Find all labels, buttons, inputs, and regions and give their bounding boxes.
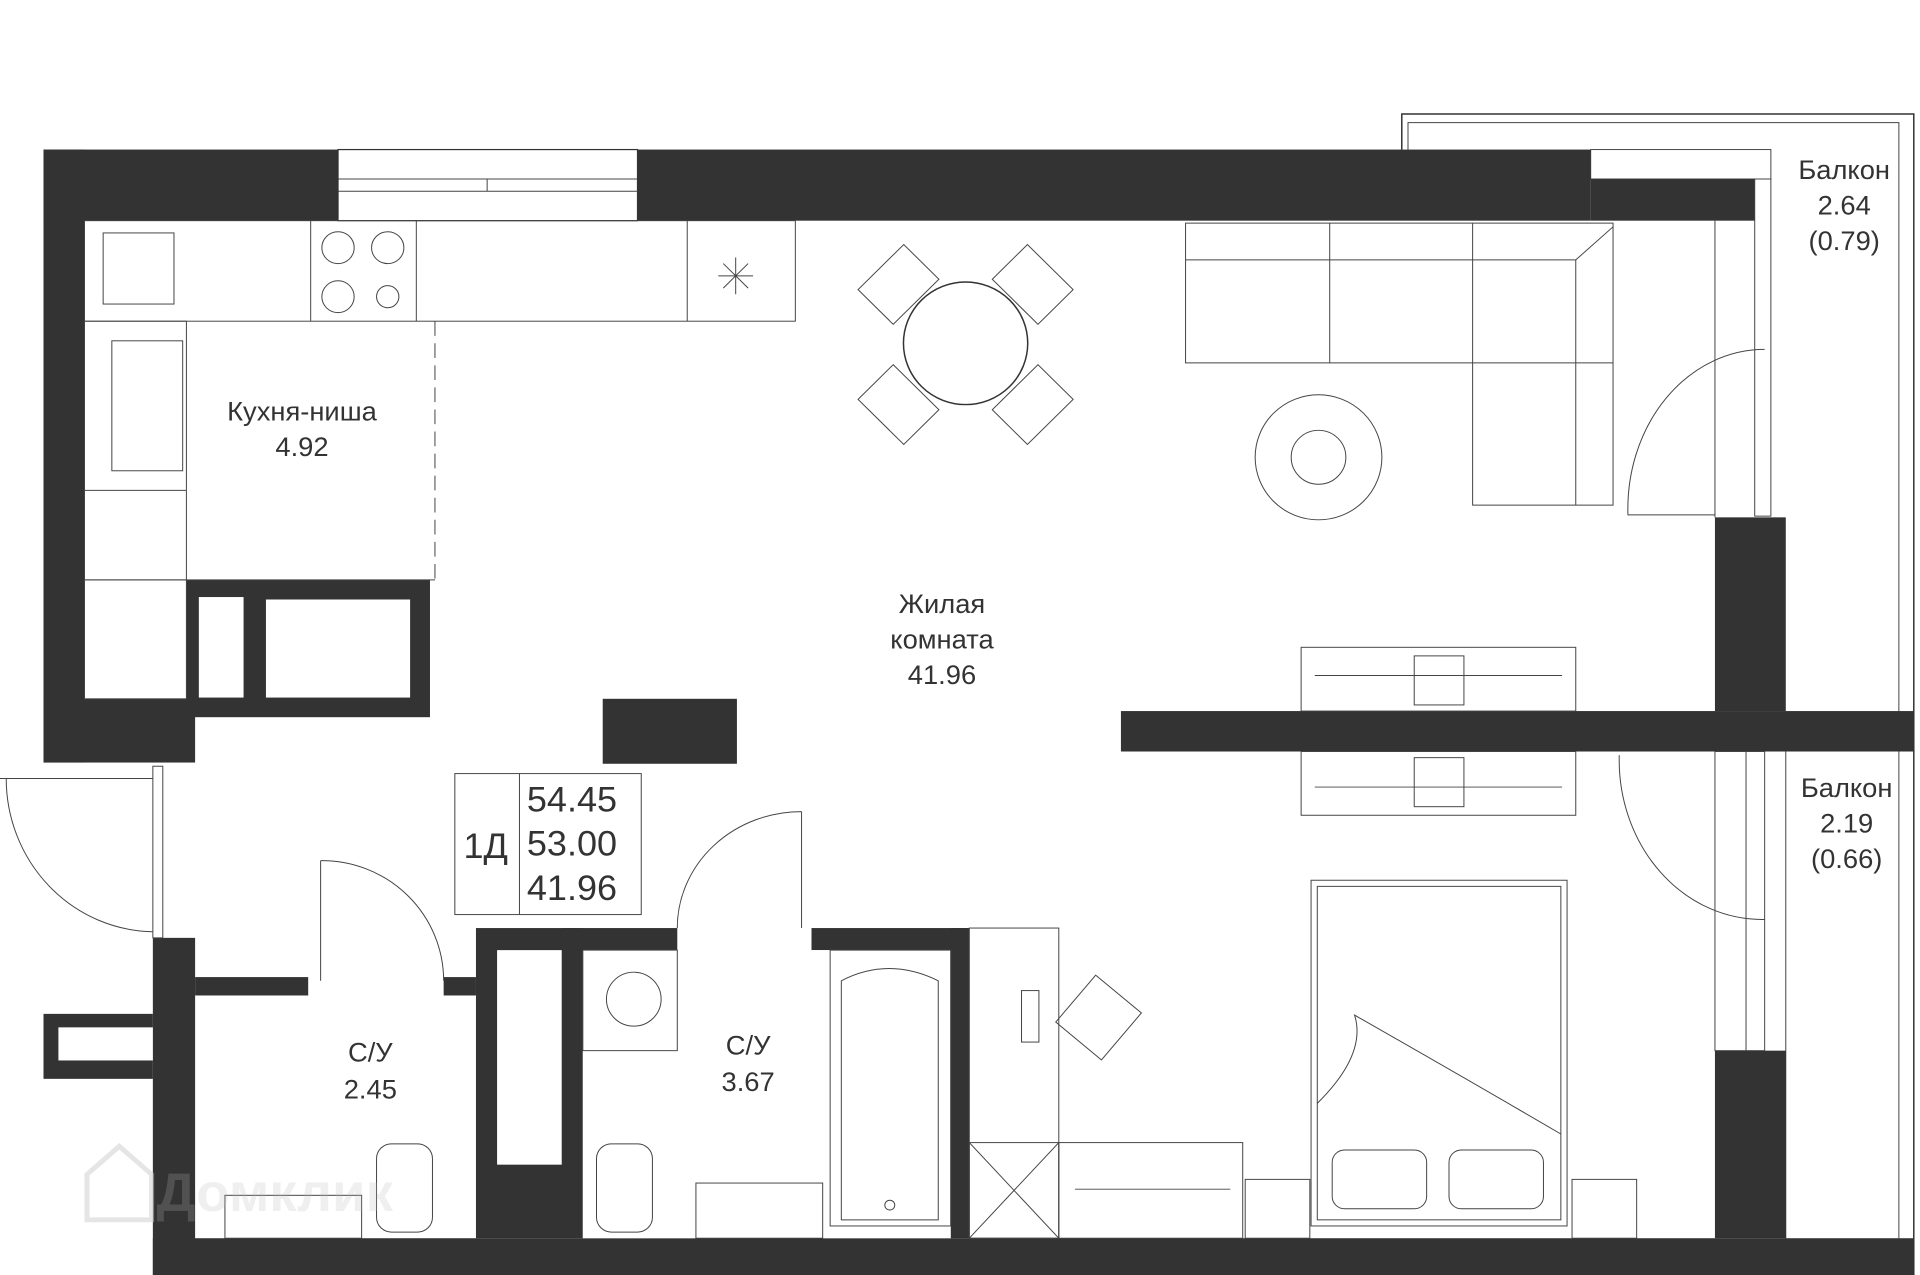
balcony2-name: Балкон <box>1801 772 1893 803</box>
dining-table <box>857 243 1074 446</box>
watermark-text: Домклик <box>157 1163 394 1224</box>
walls <box>43 149 1914 1275</box>
bath1-area: 2.45 <box>344 1074 397 1105</box>
sink-icon <box>111 340 184 472</box>
living-name-2: комната <box>890 624 994 655</box>
bath2-area: 3.67 <box>722 1066 775 1097</box>
kitchen-furniture <box>84 220 796 700</box>
bed <box>1244 879 1638 1239</box>
balcony-outline <box>1401 113 1915 1275</box>
balcony1-name: Балкон <box>1798 154 1890 185</box>
bath2-name: С/У <box>726 1029 771 1060</box>
kitchen-name: Кухня-ниша <box>227 396 378 427</box>
apartment-summary: 1Д 54.45 53.00 41.96 <box>454 773 642 916</box>
bathroom-fixtures <box>224 949 952 1239</box>
living-name-1: Жилая <box>899 588 985 619</box>
balcony1-area: 2.64 <box>1818 190 1871 221</box>
watermark-logo: Домклик <box>84 1143 394 1224</box>
sofa <box>1185 222 1614 521</box>
balcony2-reduced-area: (0.66) <box>1811 843 1882 874</box>
room-labels: Кухня-ниша 4.92 Жилая комната 41.96 С/У … <box>227 154 1892 1104</box>
balcony2-area: 2.19 <box>1820 808 1873 839</box>
desk-and-wardrobe <box>968 927 1244 1239</box>
living-area: 41.96 <box>908 659 976 690</box>
apartment-type: 1Д <box>464 826 508 866</box>
total-area: 54.45 <box>527 780 617 820</box>
doors <box>0 348 1765 981</box>
window <box>152 148 1772 1052</box>
tv-units <box>1300 646 1577 816</box>
stove-icon <box>321 231 405 314</box>
balcony1-reduced-area: (0.79) <box>1809 225 1880 256</box>
area-without-balcony: 53.00 <box>527 824 617 864</box>
living-area: 41.96 <box>527 868 617 908</box>
bath1-name: С/У <box>348 1037 393 1068</box>
kitchen-area: 4.92 <box>275 431 328 462</box>
